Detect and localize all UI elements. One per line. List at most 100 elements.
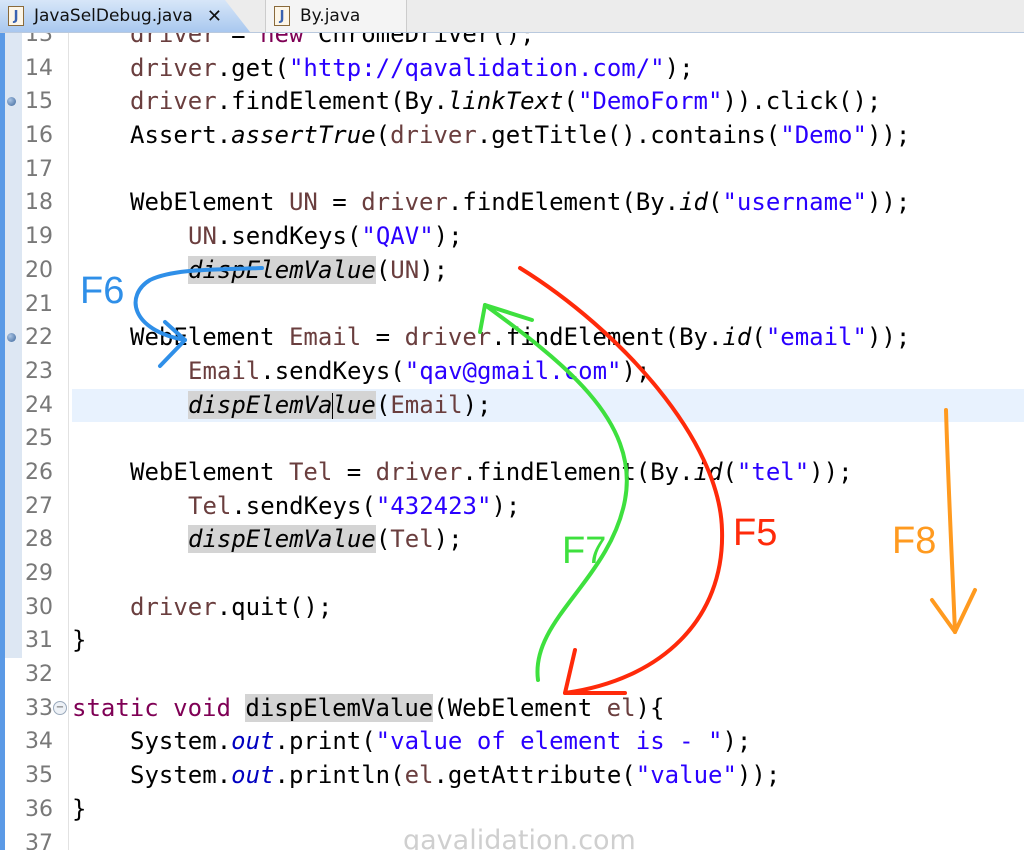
code-line[interactable]: 33−static void dispElemValue(WebElement … <box>0 692 1024 726</box>
code-token: "DemoForm" <box>577 87 723 116</box>
code-token: } <box>72 626 87 655</box>
code-token: )); <box>866 323 911 352</box>
code-token: driver <box>404 323 492 352</box>
line-number: 19 <box>25 224 53 250</box>
code-text: WebElement Tel = driver.findElement(By.i… <box>130 456 853 490</box>
code-line[interactable]: 21 <box>0 288 1024 322</box>
java-file-icon: J <box>274 6 290 26</box>
code-token: Assert. <box>130 121 232 150</box>
code-token: ); <box>491 491 521 520</box>
code-token: "value" <box>635 761 737 790</box>
code-token: out <box>231 727 275 756</box>
code-token: Tel <box>188 491 232 520</box>
code-token: "value of element is - " <box>375 727 723 756</box>
code-token: driver <box>375 457 463 486</box>
code-token: ( <box>708 188 723 217</box>
code-line[interactable]: 23 Email.sendKeys("qav@gmail.com"); <box>0 355 1024 389</box>
code-token: Tel <box>390 525 434 554</box>
code-token <box>231 694 245 722</box>
line-number: 14 <box>25 55 53 81</box>
code-text: System.out.println(el.getAttribute("valu… <box>130 759 780 793</box>
tab-javaseldebug[interactable]: J JavaSelDebug.java ✕ <box>0 0 250 32</box>
line-number: 36 <box>25 796 53 822</box>
f8-label: F8 <box>892 520 937 562</box>
line-number: 25 <box>25 426 53 452</box>
code-token: driver <box>130 33 217 48</box>
line-number: 20 <box>25 257 53 283</box>
code-token: out <box>231 761 275 790</box>
code-text: Email.sendKeys("qav@gmail.com"); <box>188 355 650 389</box>
code-text: } <box>72 793 86 827</box>
code-line[interactable]: 31} <box>0 624 1024 658</box>
code-token: )); <box>866 188 911 217</box>
code-line[interactable]: 25 <box>0 422 1024 456</box>
code-text: WebElement Email = driver.findElement(By… <box>130 321 910 355</box>
code-token: driver <box>390 121 477 150</box>
tab-by-java[interactable]: J By.java <box>265 0 407 32</box>
code-line[interactable]: 35 System.out.println(el.getAttribute("va… <box>0 759 1024 793</box>
line-number: 37 <box>25 830 53 850</box>
code-token: static <box>72 693 159 722</box>
code-line[interactable]: 15 driver.findElement(By.linkText("DemoFo… <box>0 85 1024 119</box>
code-token: Email <box>188 356 261 385</box>
editor-tab-bar: J JavaSelDebug.java ✕ J By.java <box>0 0 1024 33</box>
code-token: ( <box>563 87 578 116</box>
line-number: 23 <box>25 358 53 384</box>
code-token: WebElement <box>130 323 289 352</box>
line-number: 26 <box>25 459 53 485</box>
gutter-separator <box>68 33 69 850</box>
code-token: ); <box>433 525 463 554</box>
line-number: 15 <box>25 89 53 115</box>
breakpoint-icon[interactable] <box>7 97 16 107</box>
code-token: .findElement(By. <box>447 188 680 217</box>
breakpoint-icon[interactable] <box>7 333 16 343</box>
code-token: dispElemValue <box>245 693 434 722</box>
line-number: 27 <box>25 493 53 519</box>
code-token: driver <box>130 592 217 621</box>
code-token: assertTrue <box>231 121 376 150</box>
code-token: ){ <box>635 693 665 722</box>
code-token: linkText <box>447 87 564 116</box>
java-file-icon: J <box>8 6 24 26</box>
code-token: driver <box>130 53 217 82</box>
code-token: ); <box>419 255 449 284</box>
close-tab-icon[interactable]: ✕ <box>206 5 222 27</box>
fold-toggle-icon[interactable]: − <box>53 700 67 715</box>
code-line[interactable]: 17 <box>0 153 1024 187</box>
line-number: 32 <box>25 662 53 688</box>
code-token: WebElement <box>130 457 289 486</box>
code-line[interactable]: 37 <box>0 827 1024 850</box>
code-token: ( <box>751 323 766 352</box>
code-token: UN <box>288 188 318 217</box>
code-line[interactable]: 32 <box>0 658 1024 692</box>
code-token: WebElement <box>130 188 289 217</box>
code-token: ); <box>462 390 492 419</box>
code-line[interactable]: 26 WebElement Tel = driver.findElement(By… <box>0 456 1024 490</box>
code-token: driver <box>361 188 448 217</box>
line-number: 35 <box>25 763 53 789</box>
code-token: )); <box>809 457 853 486</box>
code-text: driver.findElement(By.linkText("DemoForm… <box>130 85 881 119</box>
code-token: .get( <box>216 53 289 82</box>
code-line[interactable]: 36} <box>0 793 1024 827</box>
code-token: id <box>679 188 709 217</box>
code-text: } <box>72 624 86 658</box>
code-line[interactable]: 29 <box>0 557 1024 591</box>
overview-ruler <box>0 33 5 850</box>
line-number: 13 <box>25 33 53 47</box>
code-token: } <box>72 794 87 823</box>
code-token: .findElement(By. <box>491 323 723 352</box>
